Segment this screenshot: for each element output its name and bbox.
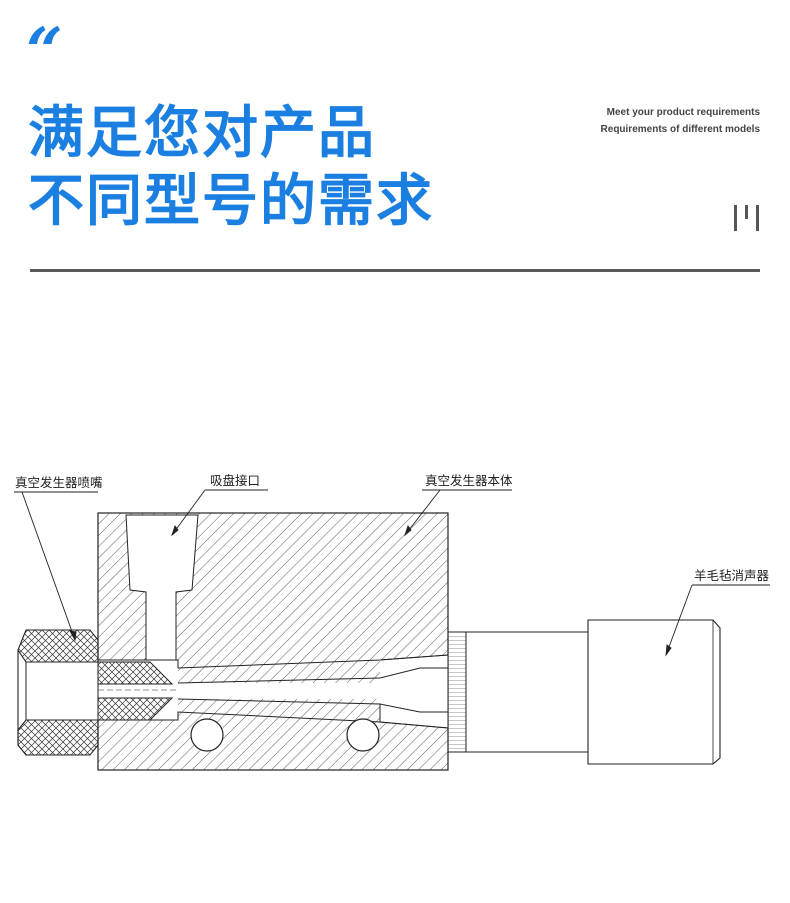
label-suction-port: 吸盘接口 [210,473,260,488]
page-title: 满足您对产品 不同型号的需求 [28,100,434,236]
subtitle: Meet your product requirements Requireme… [601,104,760,138]
header-divider [30,269,760,272]
silencer [447,619,721,765]
quote-mark: “ [26,14,63,89]
label-nozzle: 真空发生器喷嘴 [15,475,103,490]
vacuum-generator-diagram: 真空发生器喷嘴 吸盘接口 真空发生器本体 羊毛毡消声器 [14,473,770,771]
label-body: 真空发生器本体 [425,473,513,488]
fitting-nut [17,629,99,756]
label-silencer: 羊毛毡消声器 [694,568,770,583]
title-line-1: 满足您对产品 [28,101,376,166]
decorative-bars-icon [734,205,759,231]
leader-lines [14,489,770,657]
generator-body [97,512,449,771]
title-line-2: 不同型号的需求 [28,169,434,234]
subtitle-line-1: Meet your product requirements [606,107,760,118]
subtitle-line-2: Requirements of different models [600,124,760,135]
nozzle [97,661,176,721]
